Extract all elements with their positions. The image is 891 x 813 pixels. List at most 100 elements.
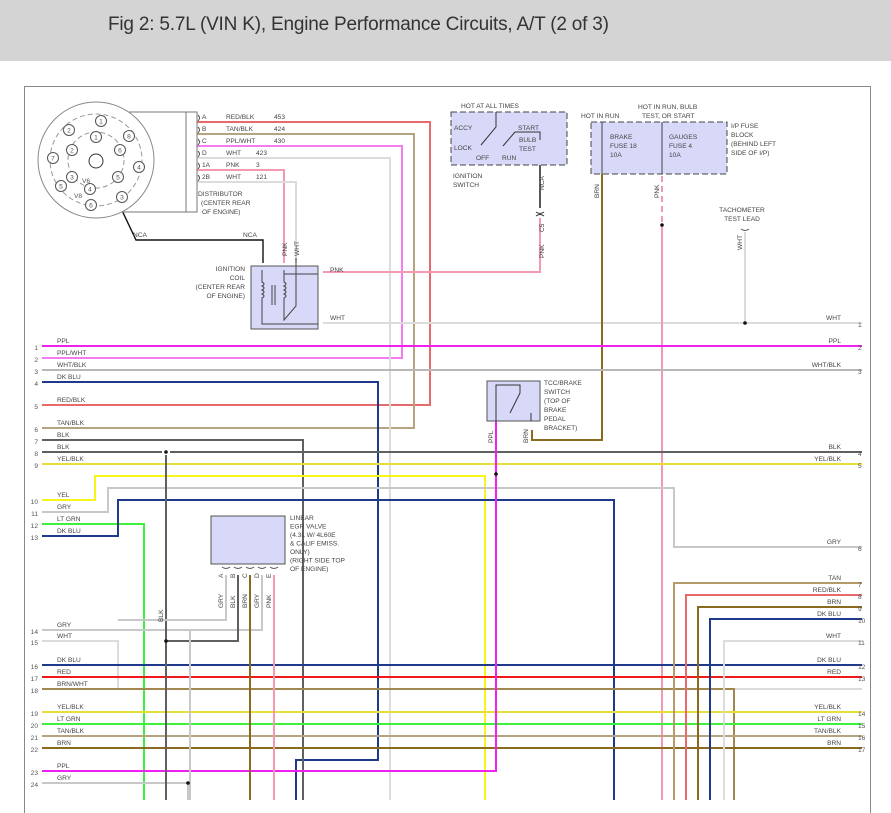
left-connector-pin-5: 5 — [34, 404, 38, 411]
distributor-pin-circuit: 121 — [256, 174, 267, 181]
ip-fuse-block-label: BLOCK — [731, 132, 754, 139]
egr-pin-color: BRN — [242, 594, 249, 608]
wire-blk-7 — [42, 439, 304, 800]
left-connector-label-17: RED — [57, 669, 71, 676]
right-connector-pin-14: 14 — [858, 711, 866, 718]
egr-pin-connector — [245, 566, 255, 569]
distributor-terminal-number: 8 — [127, 133, 131, 140]
right-connector-pin-3: 3 — [858, 369, 862, 376]
tcc-switch-label: PEDAL — [544, 416, 566, 423]
tcc-switch-label: BRAKE — [544, 407, 567, 414]
distributor-inner-terminal — [90, 131, 102, 143]
left-connector-label-7: BLK — [57, 432, 70, 439]
egr-pin-connector — [233, 566, 243, 569]
ign-wire-pnk: PNK — [539, 244, 546, 258]
left-connector-pin-3: 3 — [34, 369, 38, 376]
left-connector-label-15: WHT — [57, 633, 72, 640]
ignition-coil-label: COIL — [230, 275, 246, 282]
left-connector-label-6: TAN/BLK — [57, 420, 85, 427]
egr-pin-color: GRY — [254, 593, 261, 608]
wire-wht-11 — [723, 640, 862, 800]
distributor-pin-letter: B — [202, 126, 207, 133]
egr-pin-connector — [269, 566, 279, 569]
left-connector-label-19: YEL/BLK — [57, 704, 84, 711]
right-connector-pin-11: 11 — [858, 640, 865, 647]
right-connector-pin-12: 12 — [858, 664, 866, 671]
left-connector-pin-10: 10 — [31, 499, 39, 506]
egr-valve-label: & CALIF EMISS. — [290, 541, 339, 548]
egr-valve-label: EGR VALVE — [290, 524, 327, 531]
wires-layer — [42, 121, 862, 800]
hot-in-run-bulb-label: HOT IN RUN, BULB — [638, 104, 698, 111]
left-connector-pin-7: 7 — [34, 439, 38, 446]
distributor-pin-color: WHT — [226, 150, 241, 157]
distributor-pin-color: PNK — [226, 162, 240, 169]
wire-fuse-brn — [531, 150, 603, 441]
connector-c5-mark — [535, 211, 545, 217]
tach-label: TEST LEAD — [724, 216, 760, 223]
left-connector-pin-20: 20 — [31, 723, 39, 730]
gauges-fuse-4-label: 10A — [669, 152, 681, 159]
right-connector-label-5: YEL/BLK — [814, 456, 841, 463]
splice-gry-24 — [186, 781, 190, 785]
egr-pin-letter: D — [254, 573, 261, 578]
left-connector-pin-11: 11 — [31, 511, 38, 518]
left-connector-pin-13: 13 — [31, 535, 39, 542]
distributor-inner-number: 1 — [94, 134, 98, 141]
diagram-frame — [24, 86, 871, 813]
egr-pin-connector — [221, 566, 231, 569]
switch-pos-test: TEST — [519, 146, 536, 153]
hot-in-run-label: HOT IN RUN — [581, 113, 620, 120]
tcc-wire-brn: BRN — [523, 429, 530, 443]
distributor-rotor — [88, 153, 104, 169]
brake-fuse-18-label: FUSE 18 — [610, 143, 637, 150]
right-connector-pin-8: 8 — [858, 594, 862, 601]
right-connector-label-2: PPL — [829, 338, 842, 345]
distributor-terminal-number: 4 — [137, 164, 141, 171]
switch-pos-off: OFF — [476, 155, 489, 162]
left-connector-pin-2: 2 — [34, 357, 38, 364]
right-connector-label-4: BLK — [829, 444, 842, 451]
left-connector-label-3: WHT/BLK — [57, 362, 87, 369]
switch-pos-accy: ACCY — [454, 125, 473, 132]
left-connector-pin-17: 17 — [31, 676, 39, 683]
splice-ppl — [494, 472, 498, 476]
wire-dk-blu-10 — [709, 618, 862, 800]
wire-gry-14 — [42, 575, 263, 631]
v8-label: V8 — [74, 193, 82, 200]
left-connector-label-21: TAN/BLK — [57, 728, 85, 735]
egr-pin-color: GRY — [218, 593, 225, 608]
egr-pin-color: BLK — [230, 595, 237, 608]
connector-mark — [197, 150, 200, 158]
nca-label: NCA — [133, 232, 148, 239]
left-connector-pin-18: 18 — [31, 688, 39, 695]
ignition-switch-contacts — [480, 112, 541, 147]
left-connector-label-20: LT GRN — [57, 716, 81, 723]
wire-wht-423 — [197, 157, 391, 800]
connector-c5: C5 — [539, 223, 546, 232]
left-connector-pin-14: 14 — [31, 629, 39, 636]
right-connector-pin-9: 9 — [858, 606, 862, 613]
ip-fuse-block-label: SIDE OF I/P) — [731, 150, 769, 157]
figure-header: Fig 2: 5.7L (VIN K), Engine Performance … — [0, 0, 891, 61]
right-connector-pin-5: 5 — [858, 463, 862, 470]
left-connector-pin-6: 6 — [34, 427, 38, 434]
left-connector-pin-1: 1 — [34, 345, 38, 352]
switch-pos-run: RUN — [502, 155, 517, 162]
wire-gry-egr-a — [118, 575, 227, 621]
connector-mark — [197, 126, 200, 134]
coil-secondary-winding — [282, 258, 297, 322]
distributor-terminal-number: 6 — [89, 202, 93, 209]
left-connector-pin-16: 16 — [31, 664, 39, 671]
ignition-coil-label: (CENTER REAR — [196, 284, 246, 291]
right-connector-pin-1: 1 — [858, 322, 862, 329]
distributor-label: (CENTER REAR — [201, 200, 251, 207]
left-connector-pin-9: 9 — [34, 463, 38, 470]
egr-valve-box — [210, 515, 286, 565]
distributor-inner-terminal — [112, 171, 124, 183]
distributor-terminal — [116, 191, 128, 203]
ignition-coil-label: IGNITION — [216, 266, 246, 273]
wire-lt-grn-12 — [42, 523, 145, 800]
switch-pos-bulb: BULB — [519, 137, 537, 144]
